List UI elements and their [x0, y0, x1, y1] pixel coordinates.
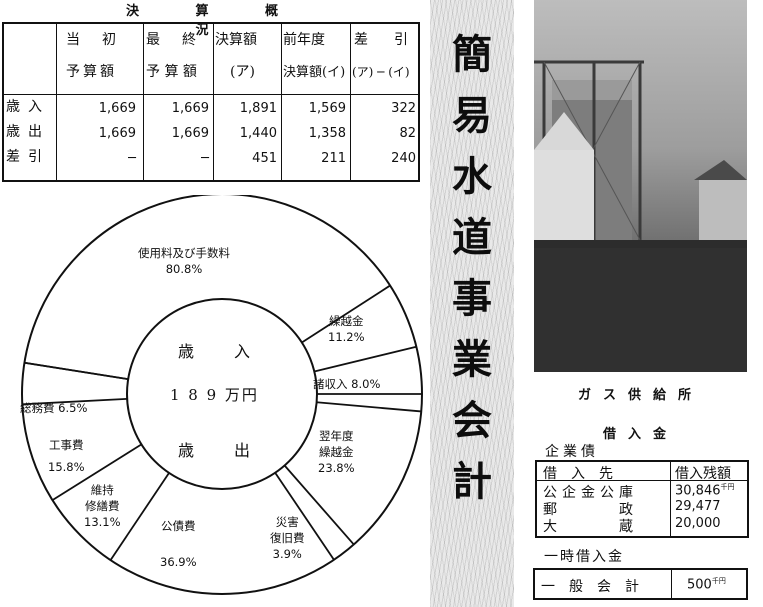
header-settled-1: 決算額 [215, 32, 257, 48]
table-divider [670, 462, 671, 536]
cell: 211 [321, 151, 346, 166]
table-divider [56, 24, 57, 180]
header-settled-2: (ア) [230, 64, 255, 80]
general-account-box: 一 般 会 計 500千円 [533, 568, 748, 600]
center-revenue-label: 歳 入 [178, 342, 263, 361]
budget-pie-chart [21, 195, 423, 595]
lender-name: 郵 政 [543, 502, 638, 518]
gas-plant-photo [534, 0, 747, 372]
cell: 1,358 [308, 126, 346, 141]
loan-amount: 29,477 [675, 499, 721, 514]
cell: 1,669 [171, 126, 209, 141]
row-label: 歳出 [6, 124, 50, 140]
header-initial-2: 予算額 [66, 64, 117, 80]
cell: 240 [391, 151, 416, 166]
vertical-title: 簡易水道事業会計 [445, 25, 499, 513]
title-char: 道 [452, 215, 492, 261]
photo-caption: ガス供給所 [577, 388, 703, 403]
lender-name: 公企金公庫 [543, 485, 638, 501]
cell: 322 [391, 101, 416, 116]
title-char: 水 [452, 154, 492, 200]
pie-divider-expense-3 [51, 443, 142, 501]
center-expense-label: 歳 出 [178, 441, 263, 460]
header-diff-1: 差 引 [354, 32, 414, 48]
table-divider [143, 24, 144, 180]
table-divider [537, 480, 747, 481]
cell: 1,569 [308, 101, 346, 116]
loans-title: 借入金 [602, 427, 678, 442]
pie-divider-expense-2 [109, 472, 170, 561]
header-prev-1: 前年度 [283, 32, 325, 48]
header-final-1: 最 終 [146, 32, 200, 48]
title-char: 業 [452, 337, 492, 383]
cell: 1,891 [239, 101, 277, 116]
table-divider [350, 24, 351, 180]
title-band [430, 0, 514, 607]
loans-table: 借 入 先 借入残額 公企金公庫 30,846千円 郵 政 29,477 大 蔵… [535, 460, 749, 538]
cell: 1,440 [239, 126, 277, 141]
table-divider [671, 570, 672, 598]
center-circle [126, 298, 318, 490]
cell: 82 [399, 126, 416, 141]
lender-header: 借 入 先 [543, 466, 613, 482]
title-char: 簡 [452, 32, 492, 78]
cell: 1,669 [98, 126, 136, 141]
pie-divider-expense-4 [22, 398, 128, 406]
general-account-label: 一 般 会 計 [541, 579, 639, 595]
corporate-bonds-label: 企業債 [545, 444, 599, 460]
general-account-amount: 500千円 [687, 577, 726, 593]
pie-divider-0 [301, 284, 391, 344]
table-divider [213, 24, 214, 180]
settlement-table: 当 初 予算額 最 終 予 算 額 決算額 (ア) 前年度 決算額(イ) 差 引… [2, 22, 420, 182]
pie-divider-expense-1 [274, 472, 335, 561]
pie-divider-1 [314, 345, 417, 373]
cell: 1,669 [98, 101, 136, 116]
title-char: 計 [452, 459, 492, 505]
row-label: 歳入 [6, 99, 50, 115]
label-misc-income: 諸収入 8.0% [313, 377, 381, 391]
loan-amount: 30,846千円 [675, 483, 735, 499]
header-initial-1: 当 初 [66, 32, 120, 48]
title-char: 易 [452, 93, 492, 139]
cell: 451 [252, 151, 277, 166]
settlement-title: 決 算 概 況 [125, 4, 305, 38]
cell: 1,669 [171, 101, 209, 116]
balance-header: 借入残額 [675, 466, 731, 482]
temporary-loans-label: 一時借入金 [544, 549, 624, 565]
center-total: 1 8 9 万円 [170, 386, 259, 404]
pie-divider-expense-start [316, 401, 422, 413]
header-diff-2: (ア) ─ (イ) [352, 65, 410, 79]
table-divider [281, 24, 282, 180]
label-admin: 総務費 6.5% [20, 401, 88, 415]
pie-divider-expense-0 [283, 464, 355, 546]
loan-amount: 20,000 [675, 516, 721, 531]
title-char: 会 [452, 398, 492, 444]
lender-name: 大 蔵 [543, 519, 638, 535]
table-divider [4, 94, 418, 95]
pie-divider-expense-5 [24, 361, 129, 381]
header-final-2: 予 算 額 [146, 64, 197, 80]
row-label: 差引 [6, 149, 50, 165]
cell: ─ [128, 151, 136, 166]
header-prev-2: 決算額(イ) [283, 65, 346, 80]
photo-illustration [534, 60, 747, 372]
title-char: 事 [452, 276, 492, 322]
cell: ─ [201, 151, 209, 166]
